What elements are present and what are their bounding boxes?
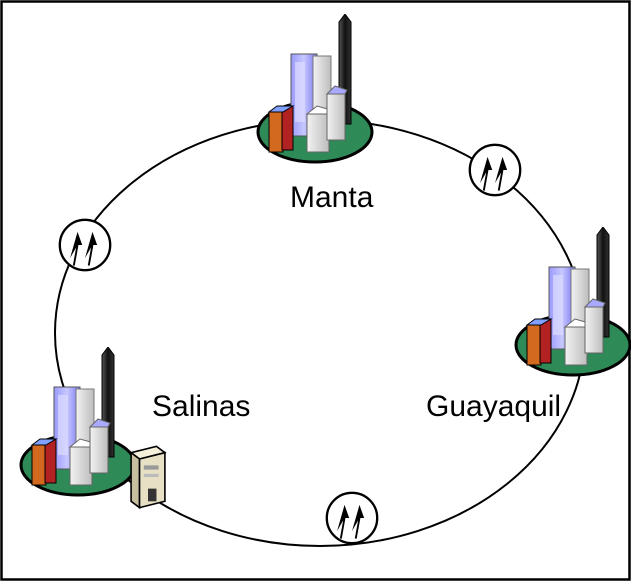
microwave-link-icon [58,218,112,272]
microwave-link-icon [468,143,522,197]
node-label: Salinas [152,390,250,423]
node-salinas[interactable]: Salinas [19,347,250,509]
server-tower-icon [130,445,166,509]
city-buildings-icon [256,14,374,164]
node-label: Guayaquil [426,390,561,423]
city-buildings-icon [514,227,631,377]
city-buildings-icon [19,347,137,497]
microwave-link-icon [325,491,379,545]
node-guayaquil[interactable]: Guayaquil [426,227,631,423]
node-label: Manta [290,181,374,214]
node-manta[interactable]: Manta [256,14,374,214]
